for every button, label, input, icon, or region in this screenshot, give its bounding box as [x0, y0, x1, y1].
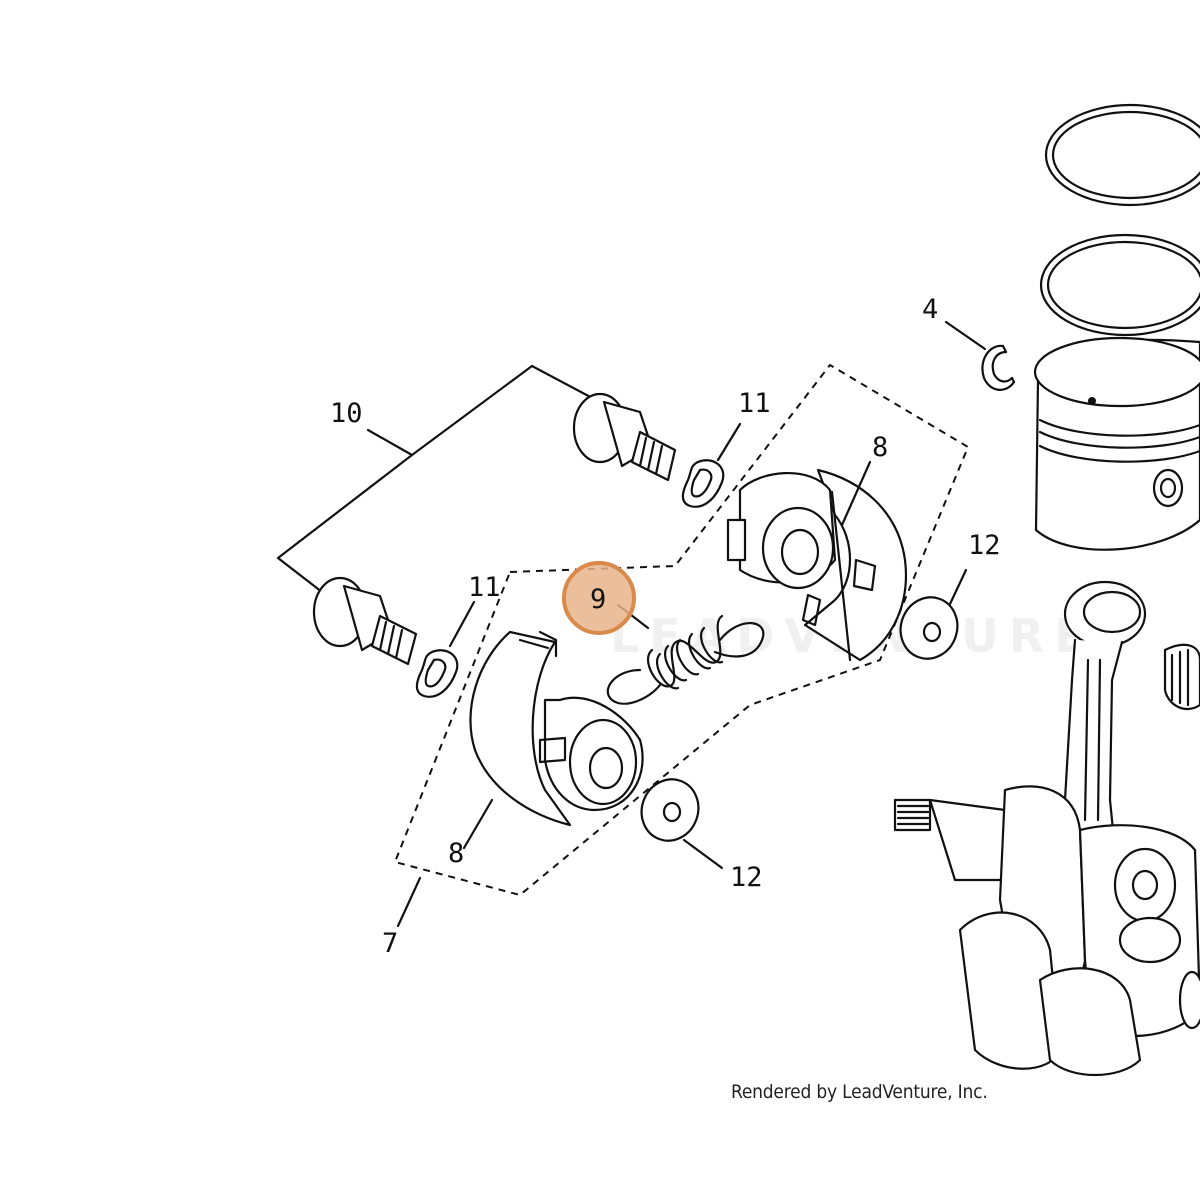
callout-9[interactable]: 9	[590, 584, 606, 615]
retaining-ring-icon	[981, 344, 1016, 391]
clutch-assembly-outline	[393, 363, 970, 897]
washer-right-icon	[899, 596, 959, 660]
clip-upper-icon	[681, 459, 725, 508]
callout-8-right: 8	[872, 432, 888, 463]
washer-lower-icon	[640, 778, 700, 842]
callout-12-lower: 12	[730, 862, 763, 893]
shoulder-bolt-upper	[572, 392, 677, 482]
callout-7: 7	[382, 928, 398, 959]
clutch-shoe-right	[726, 468, 907, 662]
credit-text: Rendered by LeadVenture, Inc.	[731, 1081, 988, 1103]
callout-9-highlight[interactable]	[562, 561, 636, 635]
callout-12-right: 12	[968, 530, 1001, 561]
callout-4: 4	[922, 294, 938, 325]
callout-11-upper: 11	[738, 388, 771, 419]
clutch-shoe-left	[469, 630, 644, 827]
clutch-spring-icon	[606, 614, 765, 705]
callout-10: 10	[330, 398, 363, 429]
callout-8-left: 8	[448, 838, 464, 869]
crankshaft	[893, 643, 1200, 1076]
clip-lower-icon	[415, 649, 459, 698]
connecting-rod	[1053, 580, 1147, 852]
piston-ring-upper	[1044, 103, 1200, 207]
piston-ring-lower	[1039, 233, 1200, 337]
callout-11-lower: 11	[468, 572, 501, 603]
piston	[1033, 336, 1200, 551]
shoulder-bolt-lower	[312, 576, 418, 666]
